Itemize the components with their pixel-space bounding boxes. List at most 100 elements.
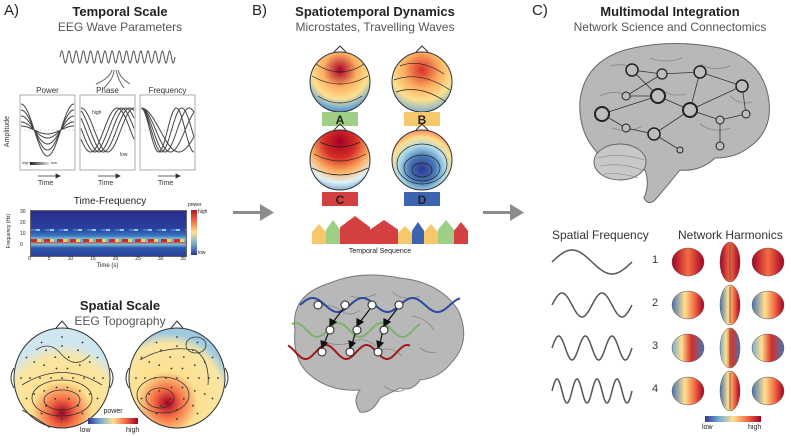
spatial-frequency-wave-1 <box>551 249 633 275</box>
sequence-bar <box>454 222 468 244</box>
sequence-bar <box>438 220 454 244</box>
electrode-dot <box>67 398 70 400</box>
electrode-dot <box>154 377 156 379</box>
electrode-dot <box>181 386 184 389</box>
sequence-bar <box>398 226 412 244</box>
electrode-dot <box>77 404 79 407</box>
power-label: Power <box>36 86 59 95</box>
electrode-dot <box>193 364 196 366</box>
topo-colorbar <box>88 418 138 424</box>
harmonics-cb-high: high <box>748 424 762 431</box>
time-label-frequency: Time <box>158 180 174 187</box>
phase-high-label: high <box>92 110 102 116</box>
electrode-dot <box>176 377 178 379</box>
electrode-dot <box>155 341 158 344</box>
tf-xtick: 10 <box>67 256 74 262</box>
electrode-dot <box>176 336 178 338</box>
electrode-dot <box>55 386 58 389</box>
electrode-dot <box>96 356 99 359</box>
electrode-dot <box>102 377 104 379</box>
electrode-dot <box>170 386 173 389</box>
tf-cb-low: low <box>198 250 206 256</box>
harmonic-row-1: 1 <box>652 254 659 266</box>
electrode-dot <box>39 377 41 379</box>
time-label-phase: Time <box>98 180 114 187</box>
harmonic-brain <box>751 247 785 277</box>
electrode-dot <box>192 349 194 352</box>
temporal-sequence-label: Temporal Sequence <box>348 248 412 255</box>
tf-cb-high: high <box>198 209 208 215</box>
electrode-dot <box>155 412 158 415</box>
electrode-dot <box>61 345 63 347</box>
tf-xtick: 0 <box>28 256 31 262</box>
multimodal-subtitle: Network Science and Connectomics <box>573 20 767 34</box>
electrode-dot <box>54 356 57 358</box>
topo-cb-label: power <box>103 408 123 415</box>
electrode-dot <box>81 341 84 344</box>
time-label-power: Time <box>38 180 54 187</box>
electrode-dot <box>66 367 69 370</box>
sequence-bar <box>312 224 326 244</box>
topo-left <box>10 320 114 429</box>
harmonic-brain <box>751 376 785 406</box>
electrode-dot <box>29 377 31 379</box>
electrode-dot <box>45 349 47 352</box>
brain-outline <box>293 274 465 413</box>
electrode-dot <box>217 377 219 379</box>
tf-ytick: 20 <box>20 220 26 226</box>
tf-xtick: 5 <box>47 256 51 262</box>
tf-xtick: 20 <box>112 256 119 262</box>
harmonics-cb-low: low <box>702 424 713 431</box>
electrode-dot <box>169 398 172 400</box>
electrode-dot <box>135 377 137 379</box>
electrode-dot <box>148 361 151 363</box>
tf-cb-label: power <box>188 202 202 208</box>
electrode-dot <box>181 367 184 370</box>
electrode-dot <box>198 377 200 379</box>
electrode-dot <box>43 390 46 392</box>
electrode-dot <box>169 356 172 358</box>
tf-ylabel: Frequency (Hz) <box>6 213 13 249</box>
phase-box <box>79 94 136 171</box>
electrode-dot <box>93 377 95 379</box>
network-nodes <box>594 63 751 154</box>
electrode-dot <box>176 418 178 420</box>
electrode-dot <box>158 364 161 366</box>
harmonic-brain <box>719 284 741 326</box>
electrode-dot <box>192 404 194 407</box>
tf-ytick: 30 <box>20 209 26 215</box>
frequency-label: Frequency <box>148 86 187 95</box>
tf-xtick: 25 <box>135 256 141 262</box>
electrode-dot <box>208 377 210 379</box>
electrode-dot <box>78 364 81 366</box>
electrode-dot <box>211 397 214 400</box>
raw-eeg-wave <box>59 50 176 64</box>
electrode-dot <box>78 390 81 392</box>
electrode-dot <box>61 336 63 338</box>
network-edges <box>601 69 747 151</box>
tf-xticks: 0 5 10 15 20 25 30 35 <box>28 256 186 262</box>
frequency-box <box>139 94 196 171</box>
electrode-dot <box>196 341 199 344</box>
spatial-frequency-label: Spatial Frequency <box>552 228 649 242</box>
electrode-dot <box>61 418 63 420</box>
harmonic-brain <box>719 370 741 412</box>
electrode-dot <box>140 397 143 400</box>
electrode-dot <box>33 361 36 363</box>
electrode-dot <box>25 397 28 400</box>
phase-low-label: low <box>120 152 128 158</box>
electrode-dot <box>211 356 214 359</box>
electrode-dot <box>45 404 47 407</box>
power-box <box>19 94 76 171</box>
harmonic-row-4: 4 <box>652 383 659 395</box>
wave-arrows <box>320 308 398 350</box>
electrode-dot <box>187 377 189 379</box>
electrode-dot <box>67 356 70 358</box>
electrode-dot <box>25 356 28 359</box>
harmonic-brain <box>719 327 741 369</box>
harmonic-row-2: 2 <box>652 297 659 309</box>
phase-label: Phase <box>96 86 119 95</box>
spatial-frequency-wave-4 <box>551 378 633 404</box>
electrode-dot <box>196 412 199 415</box>
electrode-dot <box>20 377 22 379</box>
